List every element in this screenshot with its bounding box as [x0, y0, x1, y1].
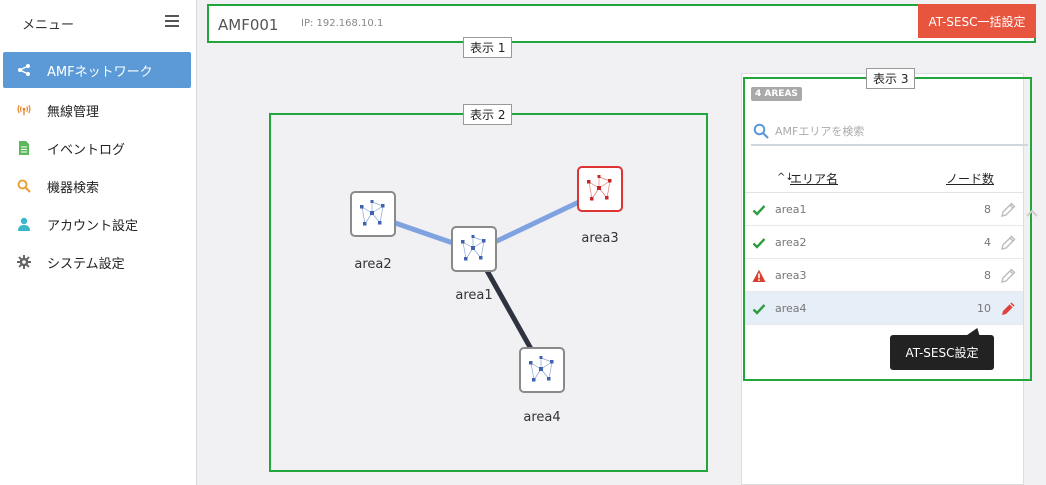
- wireless-icon: [17, 103, 31, 117]
- header-bar: AMF001 IP: 192.168.10.1 AT-SESC一括設定: [207, 4, 1036, 43]
- edit-pencil-icon[interactable]: [999, 300, 1017, 318]
- sidebar-item-event-log[interactable]: イベントログ: [3, 130, 191, 166]
- page-title: AMF001: [218, 16, 279, 34]
- sidebar-item-label: イベントログ: [47, 142, 126, 158]
- search-icon: [753, 123, 769, 139]
- annotation-label-1: 表示 1: [463, 37, 513, 58]
- bulk-sesc-settings-button[interactable]: AT-SESC一括設定: [918, 4, 1036, 38]
- area-list-panel: [741, 73, 1024, 485]
- gear-icon: [17, 255, 31, 269]
- row-node-count: 10: [977, 302, 991, 315]
- node-label-area2: area2: [354, 257, 392, 272]
- sidebar-item-label: システム設定: [47, 256, 125, 272]
- warning-icon: [752, 269, 766, 283]
- column-header-node-count[interactable]: ノード数: [946, 172, 995, 186]
- node-area1[interactable]: [451, 226, 497, 272]
- check-icon: [752, 236, 766, 250]
- sesc-settings-tooltip: AT-SESC設定: [890, 335, 994, 370]
- table-divider: [745, 192, 1023, 193]
- area-search-input[interactable]: [775, 124, 1015, 138]
- check-icon: [752, 302, 766, 316]
- sidebar-item-device-search[interactable]: 機器検索: [3, 168, 191, 204]
- sidebar-item-wireless[interactable]: 無線管理: [3, 92, 191, 128]
- column-header-area-name[interactable]: エリア名: [790, 172, 839, 186]
- edit-pencil-icon[interactable]: [999, 267, 1017, 285]
- check-icon: [752, 203, 766, 217]
- sidebar-item-system[interactable]: システム設定: [3, 244, 191, 280]
- menu-toggle-icon[interactable]: [165, 15, 179, 27]
- table-row[interactable]: area2 4: [745, 226, 1023, 259]
- user-icon: [17, 217, 31, 231]
- table-row[interactable]: area3 8: [745, 259, 1023, 292]
- row-area-name: area4: [775, 302, 807, 315]
- row-node-count: 4: [984, 236, 991, 249]
- sidebar-item-amf-network[interactable]: AMFネットワーク: [3, 52, 191, 88]
- row-node-count: 8: [984, 203, 991, 216]
- node-area2[interactable]: [350, 191, 396, 237]
- sidebar-header: メニュー: [0, 0, 196, 44]
- area-search: [751, 118, 1028, 146]
- chevron-up-icon[interactable]: [1025, 206, 1039, 220]
- sidebar-item-label: アカウント設定: [47, 218, 139, 234]
- sort-icon[interactable]: ^↓: [777, 172, 794, 183]
- network-cluster-alert-icon: [587, 175, 612, 201]
- ip-address: IP: 192.168.10.1: [301, 18, 384, 29]
- sidebar-item-label: 機器検索: [47, 180, 100, 196]
- sidebar-item-account[interactable]: アカウント設定: [3, 206, 191, 242]
- share-icon: [17, 63, 31, 77]
- sidebar-item-label: AMFネットワーク: [47, 64, 153, 80]
- node-area3[interactable]: [577, 166, 623, 212]
- row-area-name: area3: [775, 269, 807, 282]
- node-label-area3: area3: [581, 231, 619, 246]
- sidebar-title: メニュー: [22, 18, 75, 33]
- annotation-label-2: 表示 2: [463, 104, 513, 125]
- table-row-selected[interactable]: area4 10: [745, 292, 1023, 325]
- row-node-count: 8: [984, 269, 991, 282]
- network-cluster-icon: [360, 200, 385, 226]
- document-icon: [17, 141, 31, 155]
- row-area-name: area2: [775, 236, 807, 249]
- row-area-name: area1: [775, 203, 807, 216]
- edit-pencil-icon[interactable]: [999, 201, 1017, 219]
- node-area4[interactable]: [519, 347, 565, 393]
- node-label-area1: area1: [455, 288, 493, 303]
- area-count-badge: 4 AREAS: [751, 87, 802, 101]
- network-cluster-icon: [461, 235, 486, 261]
- table-row[interactable]: area1 8: [745, 193, 1023, 226]
- network-cluster-icon: [529, 356, 554, 382]
- sidebar-item-label: 無線管理: [47, 104, 100, 120]
- annotation-label-3: 表示 3: [866, 68, 916, 89]
- node-label-area4: area4: [523, 410, 561, 425]
- search-icon: [17, 179, 31, 193]
- edit-pencil-icon[interactable]: [999, 234, 1017, 252]
